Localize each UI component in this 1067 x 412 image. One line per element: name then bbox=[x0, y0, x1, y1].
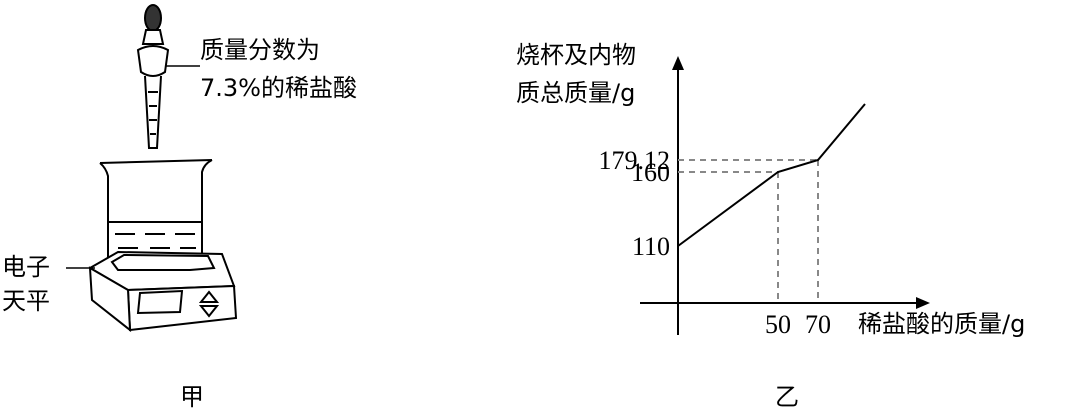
y-axis-label-line2: 质总质量/g bbox=[516, 79, 635, 107]
dropper-label-line1: 质量分数为 bbox=[200, 36, 320, 64]
dropper-bulb bbox=[144, 4, 162, 32]
dropper bbox=[136, 4, 170, 149]
y-tick-label-1: 110 bbox=[632, 232, 670, 261]
arrow-down-icon bbox=[198, 305, 220, 318]
x-tick-label-1: 50 bbox=[765, 310, 791, 339]
dropper-collar bbox=[141, 29, 165, 45]
y-tick-label-3: 179.12 bbox=[599, 146, 671, 175]
x-axis-label: 稀盐酸的质量/g bbox=[858, 310, 1025, 338]
x-tick-label-2: 70 bbox=[805, 310, 831, 339]
balance-pan bbox=[110, 253, 216, 271]
dropper-barrel bbox=[136, 45, 170, 77]
y-tick-label-2: 160 bbox=[631, 158, 670, 187]
balance-label-line1: 电子 bbox=[2, 253, 50, 281]
arrow-up-icon bbox=[198, 290, 220, 303]
y-axis-label-line1: 烧杯及内物 bbox=[516, 41, 636, 69]
balance-side-face bbox=[88, 266, 132, 333]
caption-right: 乙 bbox=[775, 383, 799, 411]
dropper-label-line2: 7.3%的稀盐酸 bbox=[200, 74, 357, 102]
electronic-balance bbox=[87, 250, 238, 333]
dropper-tube bbox=[144, 75, 162, 149]
series-line bbox=[677, 103, 866, 247]
balance-label-line2: 天平 bbox=[2, 287, 50, 315]
y-axis-arrow bbox=[672, 56, 684, 70]
x-axis-arrow bbox=[916, 297, 930, 309]
y-axis bbox=[672, 56, 684, 335]
caption-left: 甲 bbox=[180, 383, 204, 411]
x-axis bbox=[640, 297, 930, 309]
balance-display bbox=[136, 289, 184, 315]
